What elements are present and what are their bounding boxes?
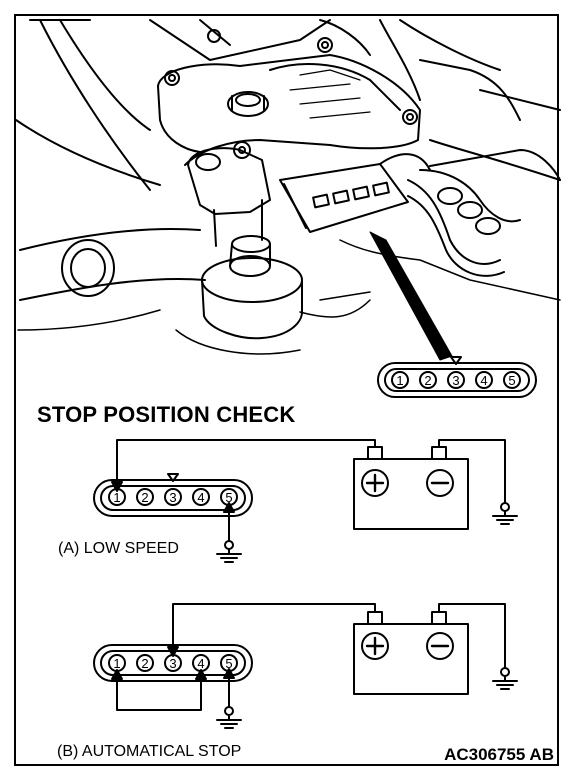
case-a-wiring — [111, 439, 518, 563]
case-b-pin-2: 2 — [141, 656, 148, 671]
connector-callout-pointer — [369, 231, 453, 361]
case-a-pin-4: 4 — [197, 490, 204, 505]
case-b-pin-3: 3 — [169, 656, 176, 671]
top-pin-2: 2 — [424, 373, 431, 388]
case-b-caption: (B) AUTOMATICAL STOP — [57, 743, 242, 760]
stop-position-check-heading: STOP POSITION CHECK — [37, 402, 296, 427]
top-pin-1: 1 — [396, 373, 403, 388]
case-b-pin-4: 4 — [197, 656, 204, 671]
case-a-pin-labels: 1 2 3 4 5 — [113, 490, 232, 505]
top-connector-view — [377, 356, 537, 398]
top-pin-5: 5 — [508, 373, 515, 388]
case-a-battery — [353, 446, 469, 530]
case-a-pin-5: 5 — [225, 490, 232, 505]
top-connector-pin-labels: 1 2 3 4 5 — [396, 373, 515, 388]
top-pin-3: 3 — [452, 373, 459, 388]
wiper-motor-illustration — [15, 19, 561, 355]
figure-code: AC306755 AB — [444, 745, 554, 764]
case-b-pin-labels: 1 2 3 4 5 — [113, 656, 232, 671]
case-a-caption: (A) LOW SPEED — [58, 540, 179, 557]
case-a-pin-1: 1 — [113, 490, 120, 505]
case-b-pin-1: 1 — [113, 656, 120, 671]
figure-frame — [14, 14, 559, 766]
case-b-battery — [353, 611, 469, 695]
top-pin-4: 4 — [480, 373, 487, 388]
case-a-pin-2: 2 — [141, 490, 148, 505]
case-b-pin-5: 5 — [225, 656, 232, 671]
case-a-pin-3: 3 — [169, 490, 176, 505]
case-b-wiring — [111, 603, 518, 729]
